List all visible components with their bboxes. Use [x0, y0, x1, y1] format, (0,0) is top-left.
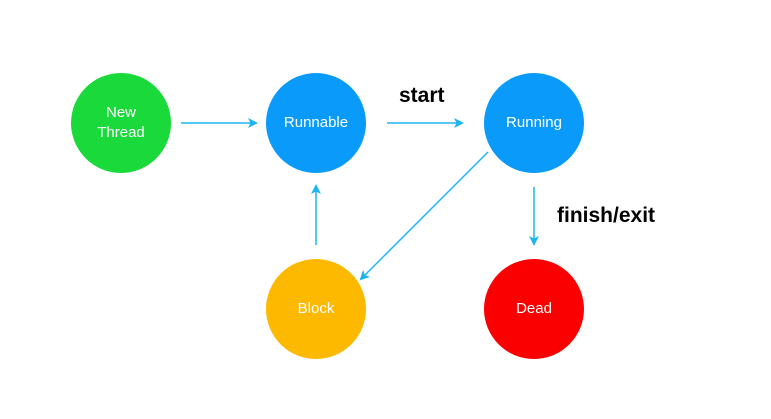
node-dead: Dead [484, 259, 584, 359]
edge-label-start: start [399, 84, 445, 107]
node-block: Block [266, 259, 366, 359]
node-new-thread: New Thread [71, 73, 171, 173]
arrow-running-to-block [359, 151, 489, 281]
node-runnable: Runnable [266, 73, 366, 173]
node-running: Running [484, 73, 584, 173]
edge-label-finish-exit: finish/exit [557, 204, 656, 227]
